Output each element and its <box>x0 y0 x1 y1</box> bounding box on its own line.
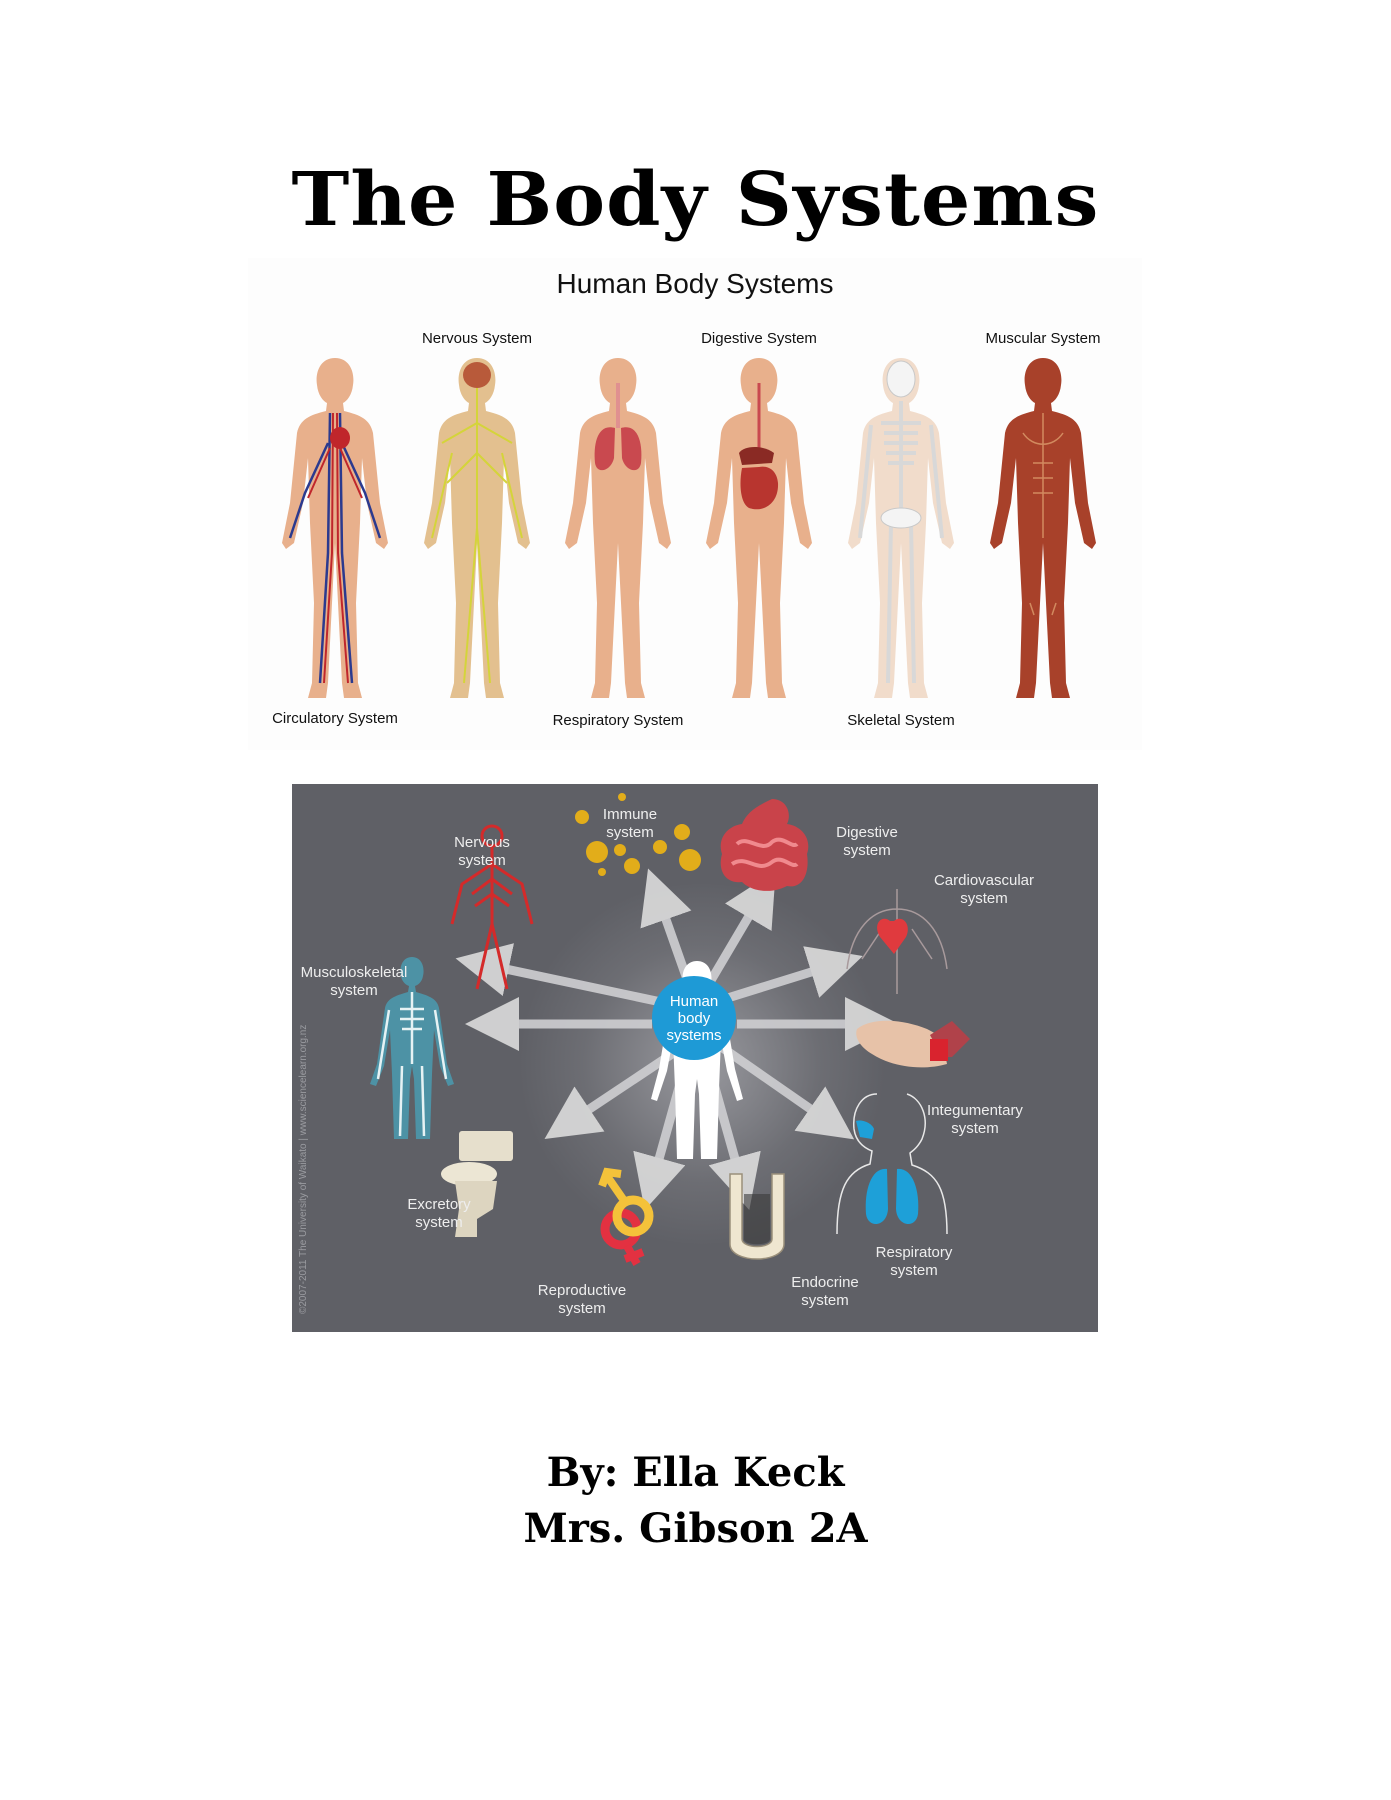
digestive-figure-icon <box>706 358 812 698</box>
respiratory-system-label: Respiratory system <box>875 1244 953 1279</box>
page-title: The Body Systems <box>291 157 1100 243</box>
excretory-system-icon <box>441 1131 513 1237</box>
endocrine-system-icon <box>729 1173 785 1260</box>
label-digestive-system: Digestive System <box>701 330 817 347</box>
label-circulatory-system: Circulatory System <box>272 710 398 727</box>
digestive-system-label: Digestive system <box>836 824 898 859</box>
excretory-system-label: Excretory system <box>407 1196 471 1231</box>
integumentary-system-label: Integumentary system <box>927 1102 1023 1137</box>
digestive-system-icon <box>720 799 809 891</box>
immune-system-label: Immune system <box>602 806 658 841</box>
musculoskeletal-system-icon <box>370 957 454 1139</box>
copyright-watermark: ©2007-2011 The University of Waikato | w… <box>298 1024 309 1314</box>
integumentary-system-icon <box>856 1020 970 1068</box>
circulatory-figure-icon <box>282 358 388 698</box>
author-line: By: Ella Keck <box>546 1449 845 1496</box>
nervous-figure-icon <box>424 358 530 698</box>
respiratory-system-icon <box>836 1093 948 1235</box>
skeletal-figure-icon <box>848 358 954 698</box>
muscular-figure-icon <box>990 358 1096 698</box>
cardiovascular-system-label: Cardiovascular system <box>933 872 1035 907</box>
musculoskeletal-system-label: Musculoskeletal system <box>300 964 408 999</box>
body-systems-diagram: Human body systems <box>292 784 1098 1332</box>
center-label: Human body systems <box>652 976 736 1060</box>
label-skeletal-system: Skeletal System <box>847 712 955 729</box>
reproductive-system-icon <box>598 1167 654 1266</box>
label-muscular-system: Muscular System <box>985 330 1101 347</box>
endocrine-system-label: Endocrine system <box>791 1274 859 1309</box>
illustration-subtitle: Human Body Systems <box>556 268 834 299</box>
immune-system-icon <box>575 793 701 876</box>
center-label-text: Human body systems <box>666 992 722 1044</box>
class-line: Mrs. Gibson 2A <box>523 1505 868 1552</box>
nervous-system-icon <box>450 824 534 990</box>
label-respiratory-system: Respiratory System <box>552 712 684 729</box>
reproductive-system-label: Reproductive system <box>537 1282 627 1317</box>
respiratory-figure-icon <box>565 358 671 698</box>
cardiovascular-system-icon <box>846 889 948 994</box>
nervous-system-label: Nervous system <box>454 834 510 869</box>
label-nervous-system: Nervous System <box>421 330 533 347</box>
human-body-systems-illustration: Human Body Systems Nervous System Digest… <box>248 258 1142 750</box>
